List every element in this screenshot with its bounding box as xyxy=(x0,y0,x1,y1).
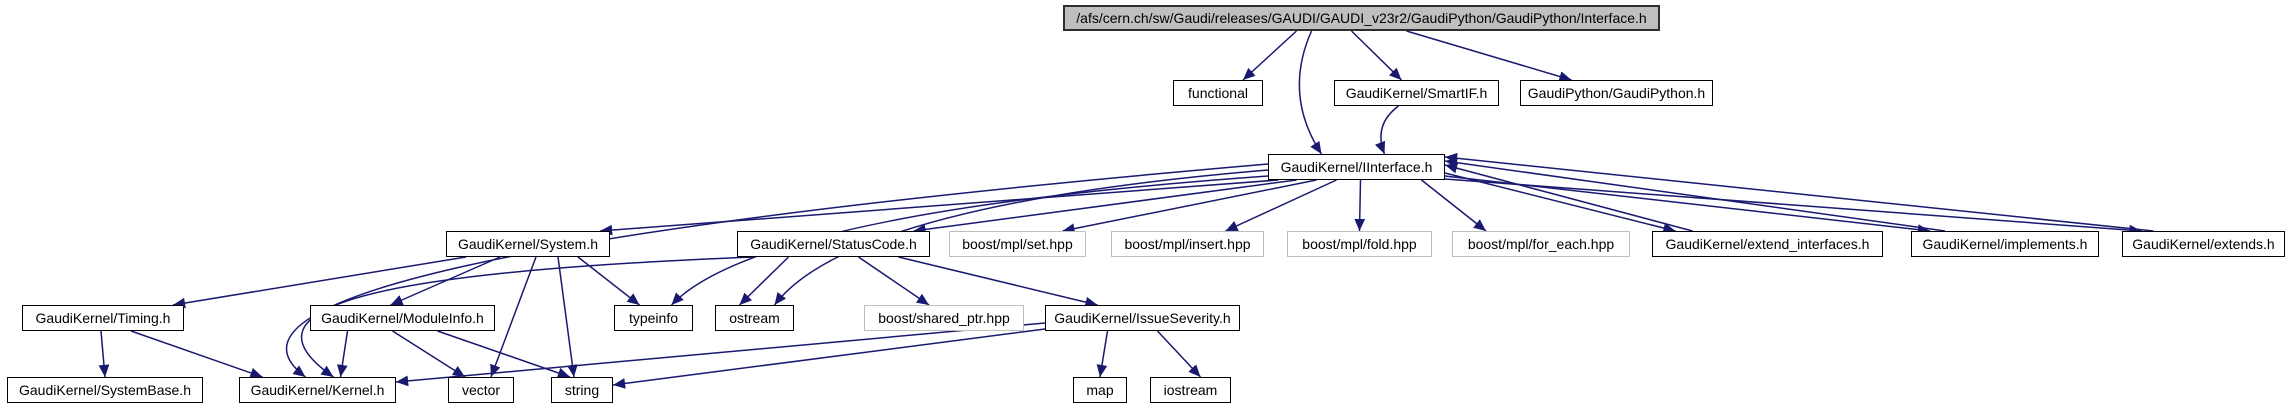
edge-timing-to-kernel xyxy=(130,330,263,379)
edge-extends-to-iinterface xyxy=(1444,152,2154,232)
graph-node-moduleinfo[interactable]: GaudiKernel/ModuleInfo.h xyxy=(310,305,495,331)
edge-issueseverity-to-string xyxy=(612,328,1046,389)
edge-timing-to-systembase xyxy=(98,330,110,378)
edge-system-to-moduleinfo xyxy=(390,256,501,306)
edge-root-to-smartif xyxy=(1350,30,1403,81)
graph-node-statuscode[interactable]: GaudiKernel/StatusCode.h xyxy=(737,231,930,257)
graph-node-map[interactable]: map xyxy=(1073,377,1127,403)
edge-smartif-to-iinterface xyxy=(1375,105,1399,155)
edge-iinterface-to-statuscode xyxy=(913,179,1297,235)
edge-issueseverity-to-map xyxy=(1096,330,1109,378)
graph-node-extends[interactable]: GaudiKernel/extends.h xyxy=(2122,231,2285,257)
edge-iinterface-to-system xyxy=(599,179,1279,236)
edge-iinterface-to-kernel xyxy=(285,163,1269,378)
edge-statuscode-to-issueseverity xyxy=(898,256,1098,308)
graph-node-system[interactable]: GaudiKernel/System.h xyxy=(446,231,610,257)
graph-node-typeinfo[interactable]: typeinfo xyxy=(614,305,693,331)
graph-node-systembase[interactable]: GaudiKernel/SystemBase.h xyxy=(7,377,203,403)
graph-node-mpl_fold[interactable]: boost/mpl/fold.hpp xyxy=(1287,231,1432,257)
edge-iinterface-to-ostream xyxy=(773,169,1269,306)
edge-moduleinfo-to-kernel xyxy=(336,330,349,378)
graph-node-root[interactable]: /afs/cern.ch/sw/Gaudi/releases/GAUDI/GAU… xyxy=(1063,5,1660,31)
edge-root-to-iinterface xyxy=(1298,30,1323,155)
graph-node-gaudipython[interactable]: GaudiPython/GaudiPython.h xyxy=(1520,80,1713,106)
edge-root-to-gaudipython xyxy=(1406,30,1572,82)
edge-iinterface-to-mpl_fold xyxy=(1354,179,1366,232)
graph-node-smartif[interactable]: GaudiKernel/SmartIF.h xyxy=(1334,80,1499,106)
edge-issueseverity-to-kernel xyxy=(395,322,1046,387)
edge-system-to-timing xyxy=(172,256,467,309)
edge-iinterface-to-extend_interfaces xyxy=(1444,172,1676,234)
edge-iinterface-to-mpl_set xyxy=(1062,179,1317,234)
graph-node-timing[interactable]: GaudiKernel/Timing.h xyxy=(22,305,184,331)
graph-node-vector[interactable]: vector xyxy=(448,377,514,403)
edge-root-to-functional xyxy=(1242,30,1298,81)
edge-moduleinfo-to-vector xyxy=(392,330,466,378)
graph-node-kernel[interactable]: GaudiKernel/Kernel.h xyxy=(239,377,396,403)
graph-node-implements[interactable]: GaudiKernel/implements.h xyxy=(1911,231,2099,257)
edge-iinterface-to-mpl_foreach xyxy=(1421,179,1487,232)
graph-node-extend_interfaces[interactable]: GaudiKernel/extend_interfaces.h xyxy=(1652,231,1883,257)
graph-node-shared_ptr[interactable]: boost/shared_ptr.hpp xyxy=(864,305,1024,331)
graph-node-mpl_set[interactable]: boost/mpl/set.hpp xyxy=(949,231,1086,257)
graph-node-mpl_foreach[interactable]: boost/mpl/for_each.hpp xyxy=(1452,231,1630,257)
edge-iinterface-to-typeinfo xyxy=(670,175,1269,306)
edge-iinterface-to-mpl_insert xyxy=(1225,179,1337,232)
edge-system-to-vector xyxy=(490,256,537,378)
graph-node-ostream[interactable]: ostream xyxy=(715,305,794,331)
graph-node-string[interactable]: string xyxy=(551,377,613,403)
edge-issueseverity-to-iostream xyxy=(1156,330,1202,378)
graph-node-issueseverity[interactable]: GaudiKernel/IssueSeverity.h xyxy=(1045,305,1240,331)
edge-statuscode-to-kernel xyxy=(300,256,754,378)
graph-node-mpl_insert[interactable]: boost/mpl/insert.hpp xyxy=(1111,231,1264,257)
edge-statuscode-to-shared_ptr xyxy=(858,256,930,306)
edge-iinterface-to-extends xyxy=(1444,178,2142,236)
edge-moduleinfo-to-string xyxy=(437,330,571,379)
edge-system-to-string xyxy=(557,256,578,378)
graph-node-functional[interactable]: functional xyxy=(1173,80,1263,106)
graph-node-iostream[interactable]: iostream xyxy=(1150,377,1231,403)
graph-node-iinterface[interactable]: GaudiKernel/IInterface.h xyxy=(1268,154,1445,180)
edge-statuscode-to-ostream xyxy=(738,256,790,306)
edge-implements-to-iinterface xyxy=(1444,157,1946,232)
edge-extend_interfaces-to-iinterface xyxy=(1444,162,1693,232)
edge-system-to-typeinfo xyxy=(577,256,640,306)
